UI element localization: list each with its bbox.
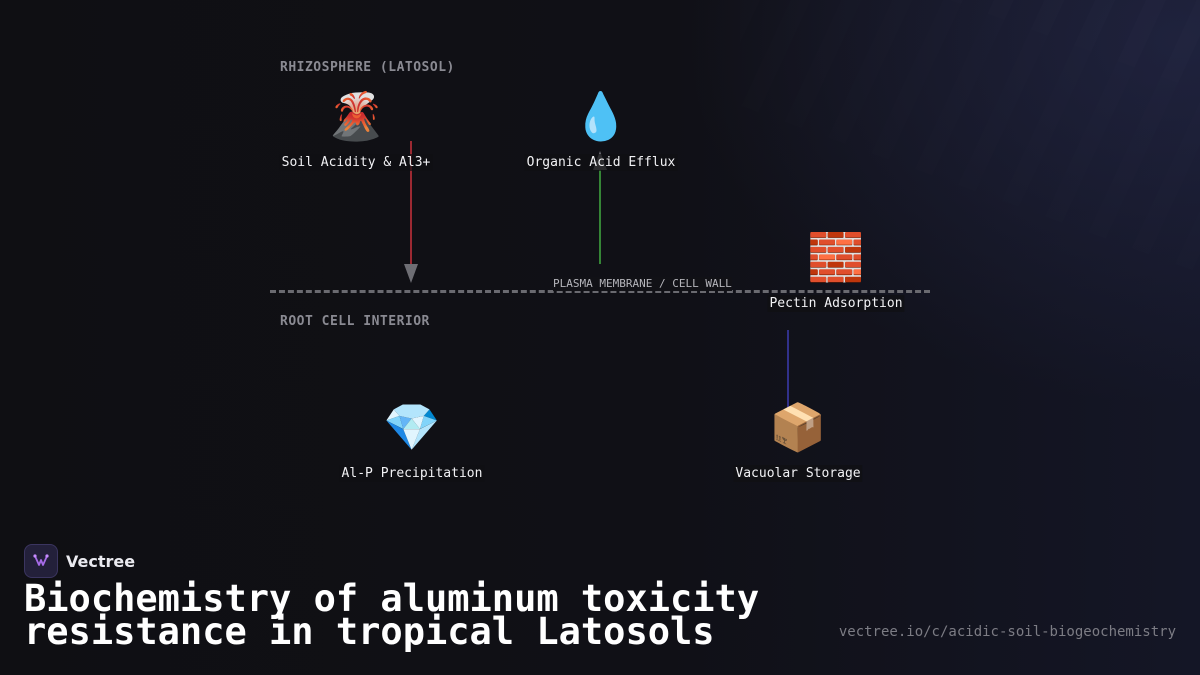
node-pectin-adsorption: 🧱 Pectin Adsorption (767, 229, 905, 312)
brand-name: Vectree (66, 551, 136, 571)
membrane-label: PLASMA MEMBRANE / CELL WALL (553, 277, 732, 291)
node-al-p-precipitation: 💎 Al-P Precipitation (339, 399, 485, 482)
node-vacuolar-storage: 📦 Vacuolar Storage (733, 399, 863, 482)
brand[interactable]: Vectree (24, 544, 135, 578)
page-url[interactable]: vectree.io/c/acidic-soil-biogeochemistry (838, 624, 1176, 640)
brick-icon: 🧱 (807, 230, 865, 284)
zone-label-rhizosphere: RHIZOSPHERE (LATOSOL) (280, 60, 455, 75)
zone-label-interior: ROOT CELL INTERIOR (280, 314, 430, 329)
vectree-logo-icon (24, 544, 58, 578)
node-label: Soil Acidity & Al3+ (279, 154, 433, 171)
node-label: Pectin Adsorption (767, 295, 905, 312)
node-label: Organic Acid Efflux (524, 154, 678, 171)
membrane-line (270, 290, 930, 293)
node-label: Al-P Precipitation (339, 465, 485, 482)
page-title: Biochemistry of aluminum toxicity resist… (24, 577, 760, 653)
node-soil-acidity: 🌋 Soil Acidity & Al3+ (279, 88, 433, 171)
arrowhead-soil-to-membrane (404, 264, 418, 283)
node-label: Vacuolar Storage (733, 465, 863, 482)
node-organic-acid-efflux: 💧 Organic Acid Efflux (524, 88, 678, 171)
package-icon: 📦 (769, 400, 827, 454)
gem-icon: 💎 (383, 400, 441, 454)
volcano-icon: 🌋 (327, 89, 385, 143)
droplet-icon: 💧 (572, 89, 630, 143)
